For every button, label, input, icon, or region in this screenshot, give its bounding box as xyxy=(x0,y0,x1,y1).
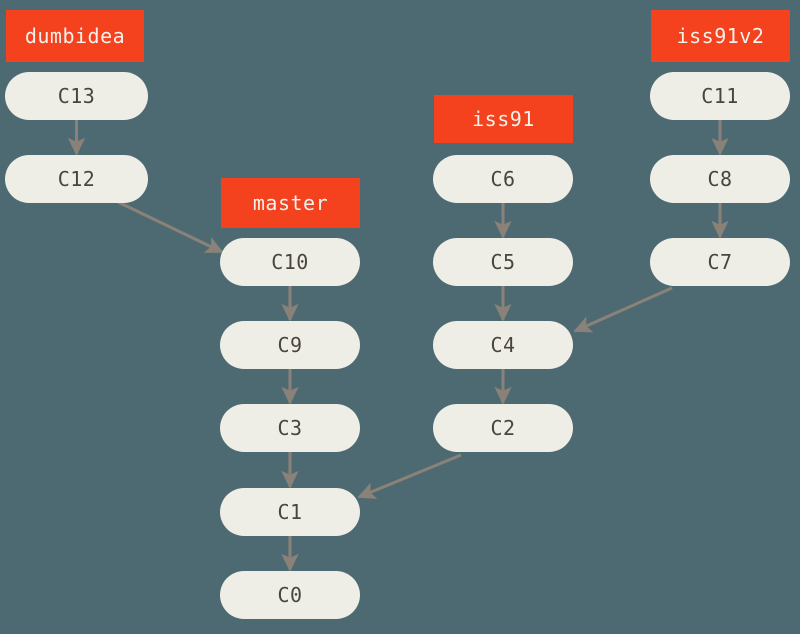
branch-label-master[interactable]: master xyxy=(221,178,360,228)
commit-node-c2[interactable]: C2 xyxy=(433,404,573,452)
commit-node-c9[interactable]: C9 xyxy=(220,321,360,369)
commit-node-c11[interactable]: C11 xyxy=(650,72,790,120)
commit-node-c7[interactable]: C7 xyxy=(650,238,790,286)
commit-node-c5[interactable]: C5 xyxy=(433,238,573,286)
commit-node-c4[interactable]: C4 xyxy=(433,321,573,369)
branch-label-iss91v2[interactable]: iss91v2 xyxy=(651,10,790,62)
commit-node-c1[interactable]: C1 xyxy=(220,488,360,536)
commit-node-c0[interactable]: C0 xyxy=(220,571,360,619)
commit-node-c13[interactable]: C13 xyxy=(5,72,148,120)
commit-node-c6[interactable]: C6 xyxy=(433,155,573,203)
edge-c7-to-c4 xyxy=(573,286,673,333)
edge-c12-to-c10 xyxy=(117,200,224,254)
commit-node-c10[interactable]: C10 xyxy=(220,238,360,286)
edge-c2-to-c1 xyxy=(357,453,462,499)
edge-group xyxy=(67,120,729,572)
commit-node-c3[interactable]: C3 xyxy=(220,404,360,452)
commit-node-c8[interactable]: C8 xyxy=(650,155,790,203)
branch-label-iss91[interactable]: iss91 xyxy=(434,95,573,143)
commit-node-c12[interactable]: C12 xyxy=(5,155,148,203)
branch-label-dumbidea[interactable]: dumbidea xyxy=(6,10,144,62)
